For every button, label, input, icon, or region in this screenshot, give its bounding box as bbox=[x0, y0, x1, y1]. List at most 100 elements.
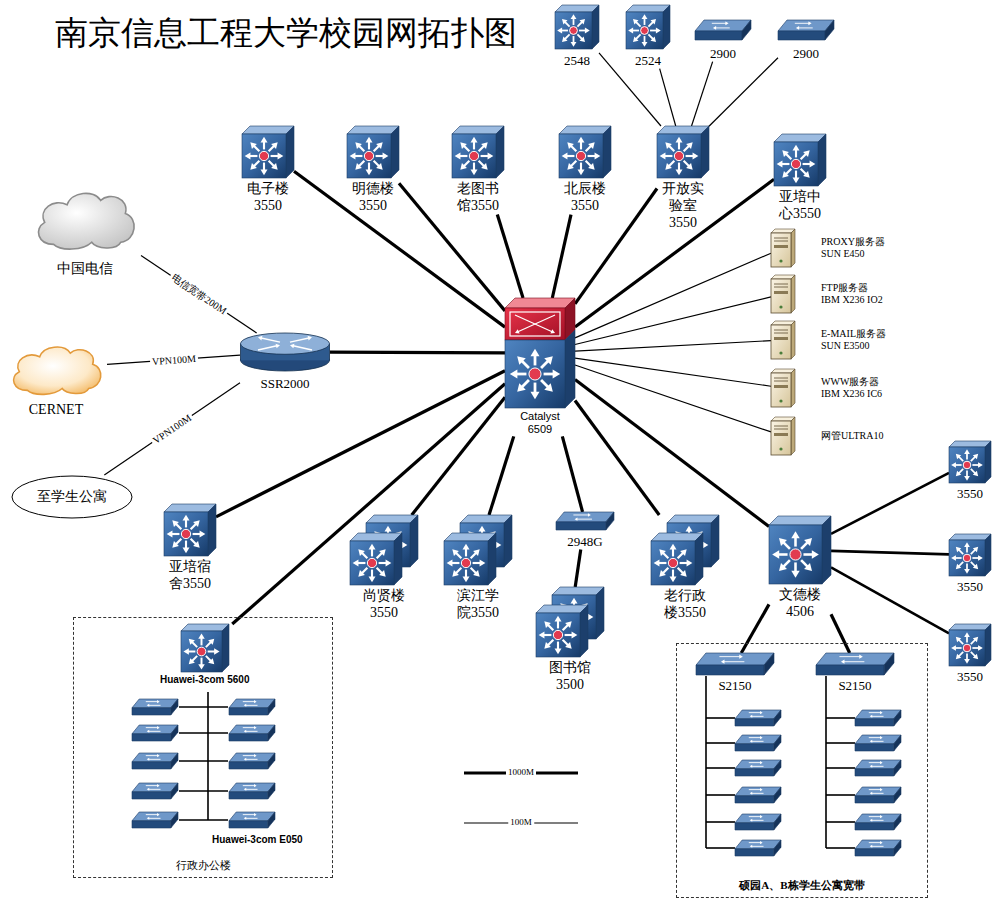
wire-line bbox=[826, 821, 855, 823]
flat-icon bbox=[778, 20, 834, 40]
wire-line bbox=[179, 706, 228, 708]
small-switch-part bbox=[855, 787, 901, 796]
sw-icon-part-part bbox=[803, 163, 811, 165]
small-switch-part bbox=[855, 760, 901, 769]
sw-icon-part-part bbox=[801, 154, 807, 160]
sw-icon-part-part bbox=[650, 19, 656, 25]
stack-icon-part-part bbox=[536, 605, 588, 657]
stack-icon-part-part-part bbox=[452, 549, 459, 556]
small-switch-part bbox=[229, 753, 275, 762]
wire-line bbox=[179, 819, 228, 821]
sw-icon-part-part bbox=[972, 647, 979, 649]
small-switch-part bbox=[855, 710, 901, 719]
sw-icon-part-part bbox=[376, 142, 383, 149]
flat-icon-part-part bbox=[808, 21, 811, 25]
stack-icon-part-part-part bbox=[451, 562, 459, 564]
sw-icon-part bbox=[164, 504, 216, 556]
flat-icon-part-part bbox=[712, 23, 726, 24]
sw-icon-part-part bbox=[964, 542, 970, 547]
sw-icon-part-part bbox=[955, 557, 962, 559]
sw-icon-part-part bbox=[208, 504, 216, 556]
node-label: 2948G bbox=[567, 534, 602, 550]
small-switch-part bbox=[246, 731, 258, 732]
sw-icon-part-part bbox=[460, 142, 467, 149]
small-switch-part bbox=[229, 783, 275, 792]
router-node: SSR2000 bbox=[240, 333, 330, 392]
sw-icon-part-part bbox=[956, 547, 961, 552]
sw-icon-part-part bbox=[261, 137, 268, 143]
sw-icon-part-part bbox=[973, 637, 978, 642]
flat-icon bbox=[695, 20, 751, 40]
small-switch-part bbox=[243, 785, 255, 786]
stack-icon-part-part-part bbox=[504, 515, 512, 567]
stack-icon-part-part-part bbox=[596, 587, 604, 639]
sw-icon-part-part bbox=[208, 639, 214, 645]
sw-icon-part-part bbox=[642, 14, 648, 19]
small-switch-part bbox=[132, 708, 171, 715]
small-switch-part bbox=[855, 769, 894, 776]
core-icon-part-part bbox=[510, 312, 560, 336]
small-switch-part bbox=[254, 726, 257, 729]
sw-icon-part-part bbox=[779, 538, 787, 546]
stack-icon-part-part-part bbox=[572, 632, 578, 639]
small-switch-part bbox=[254, 754, 257, 757]
sw-icon-part-part bbox=[183, 515, 190, 521]
server-icon-part-part bbox=[774, 284, 788, 285]
stack-icon-part-part-part bbox=[471, 568, 477, 574]
flat-icon-part-part bbox=[573, 514, 588, 515]
stack-icon-part-part-part bbox=[377, 553, 383, 559]
sw-icon-part-part bbox=[580, 141, 582, 149]
flat-icon-part-part bbox=[796, 26, 799, 30]
node-label: 明德楼 3550 bbox=[347, 181, 399, 215]
sw-icon-part-part bbox=[567, 163, 574, 170]
sw-icon-part bbox=[555, 5, 599, 49]
sw-icon-part-part bbox=[791, 531, 799, 538]
stack-icon-part bbox=[350, 515, 418, 585]
sw-icon-part-part bbox=[286, 126, 294, 178]
stack-icon-part-part-part bbox=[548, 625, 554, 631]
sw-icon-part-part bbox=[801, 169, 807, 175]
small-switch-part bbox=[229, 812, 275, 821]
server-icon-part-part bbox=[779, 399, 782, 402]
switch-node: 电子楼 3550 bbox=[242, 126, 294, 215]
sw-icon-part-part bbox=[481, 163, 488, 170]
sw-icon-part-part bbox=[949, 540, 985, 576]
server-icon bbox=[771, 229, 795, 267]
small-switch-part bbox=[880, 761, 883, 764]
sw-icon-part-part bbox=[985, 624, 991, 666]
sw-icon-part-part bbox=[657, 126, 709, 134]
sw-icon bbox=[242, 126, 294, 178]
small-switch-part bbox=[869, 762, 881, 763]
sw-icon-part-part bbox=[686, 142, 693, 149]
sw-icon-part-part bbox=[452, 134, 496, 178]
stack-icon-part-part-part bbox=[557, 642, 559, 650]
node-label: 电子楼 3550 bbox=[242, 181, 294, 215]
server-node: PROXY服务器 SUN E450 bbox=[771, 229, 895, 267]
flat-icon-part-part bbox=[742, 20, 751, 40]
small-switch-part bbox=[855, 735, 901, 744]
switch-node: 3550 bbox=[949, 624, 991, 685]
node-label: E-MAIL服务器 SUN E3500 bbox=[821, 328, 895, 352]
small-switch-part bbox=[855, 796, 894, 803]
sw-icon-part-part bbox=[956, 471, 961, 476]
small-switch-part bbox=[872, 766, 884, 767]
small-switch bbox=[855, 760, 901, 776]
sw-icon-part-part bbox=[958, 469, 963, 474]
link-line bbox=[692, 62, 713, 126]
small-switch-part bbox=[254, 784, 257, 787]
link-line bbox=[552, 215, 571, 298]
small-switch bbox=[735, 735, 781, 751]
sw-icon-part-part bbox=[366, 170, 373, 176]
sw-icon-part-part bbox=[570, 27, 578, 35]
sw-icon bbox=[164, 504, 216, 556]
stack-icon bbox=[444, 515, 512, 585]
sw-icon-part-part bbox=[561, 30, 568, 32]
stack-icon-part-part-part bbox=[350, 541, 394, 585]
switch-node: Huawei-3com 5600 bbox=[160, 624, 250, 686]
stack-icon-part-part-part bbox=[444, 533, 496, 541]
small-switch-part bbox=[229, 821, 268, 828]
cloud-icon-part bbox=[14, 347, 101, 394]
small-switch-part bbox=[774, 710, 781, 726]
core-icon-part-part bbox=[517, 356, 526, 365]
